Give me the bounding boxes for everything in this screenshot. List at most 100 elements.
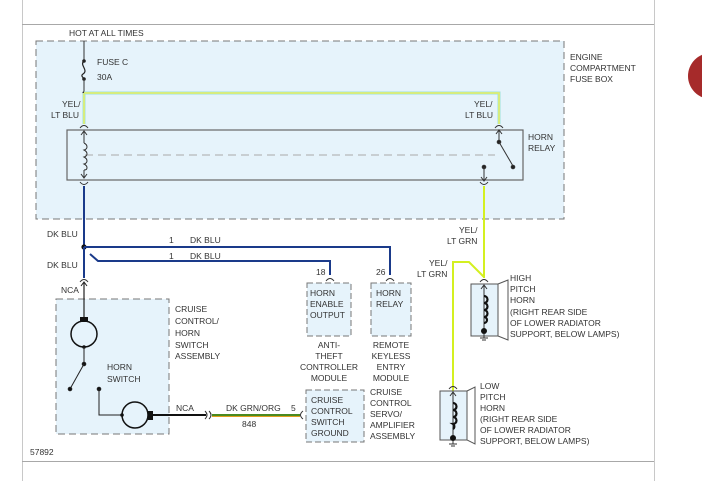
horn-relay-label: HORN <box>528 132 553 142</box>
wire-label-dk-blu: DK BLU <box>47 260 78 270</box>
wire-label-dk-blu: DK BLU <box>190 251 221 261</box>
box-label: SWITCH <box>311 417 345 427</box>
svg-text:ANTI-: ANTI- <box>318 340 340 350</box>
high-pitch-horn-label: HIGH PITCH HORN (RIGHT REAR SIDE OF LOWE… <box>510 273 620 339</box>
dk-blu-wire-anti-theft <box>89 253 331 275</box>
fuse-box-label-line: COMPARTMENT <box>570 63 636 73</box>
anti-theft-module-label: ANTI- THEFT CONTROLLER MODULE <box>300 340 358 383</box>
low-pitch-horn-label: LOW PITCH HORN (RIGHT REAR SIDE OF LOWER… <box>480 381 590 446</box>
wire-label-yel: YEL/ <box>474 99 493 109</box>
svg-text:PITCH: PITCH <box>480 392 506 402</box>
fuse-name: FUSE C <box>97 57 128 67</box>
fuse-c-icon <box>81 59 86 81</box>
inline-connector-icon <box>204 410 212 420</box>
relay-coil-icon <box>80 130 88 179</box>
box-label: RELAY <box>376 299 404 309</box>
connector-icon <box>325 278 335 282</box>
switch-assembly-label: CRUISE CONTROL/ HORN SWITCH ASSEMBLY <box>175 304 221 361</box>
connector-icon <box>479 181 489 185</box>
box-label: ENABLE <box>310 299 344 309</box>
horn-relay-label: RELAY <box>528 143 556 153</box>
wire-label-nca: NCA <box>176 403 194 413</box>
wire-label-lt-grn: LT GRN <box>417 269 447 279</box>
wire-label-nca: NCA <box>61 285 79 295</box>
svg-text:ASSEMBLY: ASSEMBLY <box>370 431 416 441</box>
yel-lt-grn-wire-low <box>452 261 485 392</box>
svg-text:(RIGHT REAR SIDE: (RIGHT REAR SIDE <box>480 414 558 424</box>
wire-label-dk-blu: DK BLU <box>190 235 221 245</box>
wire-label-lt-blu: LT BLU <box>465 110 493 120</box>
circuit-number: 848 <box>242 419 256 429</box>
box-label: HORN <box>310 288 335 298</box>
wire-label-dk-grn-org: DK GRN/ORG <box>226 403 281 413</box>
connector-icon <box>79 125 89 129</box>
svg-text:HORN: HORN <box>175 328 200 338</box>
top-divider <box>22 24 654 25</box>
clockspring-bottom-icon <box>120 401 153 429</box>
box-label: GROUND <box>311 428 349 438</box>
svg-text:ENTRY: ENTRY <box>377 362 406 372</box>
circuit-number: 1 <box>169 235 174 245</box>
svg-text:SERVO/: SERVO/ <box>370 409 403 419</box>
svg-text:SWITCH: SWITCH <box>175 340 209 350</box>
connector-icon <box>79 181 89 185</box>
svg-text:KEYLESS: KEYLESS <box>372 351 411 361</box>
svg-text:CRUISE: CRUISE <box>370 387 402 397</box>
relay-switch-icon <box>480 129 516 182</box>
fuse-box-label-line: FUSE BOX <box>570 74 613 84</box>
svg-text:OF LOWER RADIATOR: OF LOWER RADIATOR <box>510 318 601 328</box>
svg-text:CRUISE: CRUISE <box>175 304 207 314</box>
horn-switch-icon <box>67 347 122 416</box>
svg-text:(RIGHT REAR SIDE: (RIGHT REAR SIDE <box>510 307 588 317</box>
fuse-box-label-line: ENGINE <box>570 52 603 62</box>
svg-text:SUPPORT, BELOW LAMPS): SUPPORT, BELOW LAMPS) <box>480 436 590 446</box>
figure-number: 57892 <box>30 447 54 457</box>
horn-switch-label: SWITCH <box>107 374 141 384</box>
dk-blu-wire-keyless <box>84 246 391 275</box>
wire-label-lt-grn: LT GRN <box>447 236 477 246</box>
svg-text:ASSEMBLY: ASSEMBLY <box>175 351 221 361</box>
wire-label-lt-blu: LT BLU <box>51 110 79 120</box>
wire-label-yel: YEL/ <box>459 225 478 235</box>
horn-switch-label: HORN <box>107 362 132 372</box>
box-label: CONTROL <box>311 406 353 416</box>
keyless-module-label: REMOTE KEYLESS ENTRY MODULE <box>372 340 411 383</box>
svg-text:HIGH: HIGH <box>510 273 531 283</box>
svg-text:THEFT: THEFT <box>315 351 342 361</box>
box-label: HORN <box>376 288 401 298</box>
wire-label-yel: YEL/ <box>62 99 81 109</box>
svg-text:REMOTE: REMOTE <box>373 340 410 350</box>
connector-icon <box>300 410 304 420</box>
horn-relay-output-box <box>370 282 412 337</box>
horn-enable-output-box <box>306 282 352 337</box>
cruise-control-switch-ground-box <box>305 389 365 443</box>
connector-icon <box>494 125 504 129</box>
wire-label-dk-blu: DK BLU <box>47 229 78 239</box>
fuse-rating: 30A <box>97 72 112 82</box>
wire-label-yel: YEL/ <box>429 258 448 268</box>
pin-number: 5 <box>291 403 296 413</box>
yel-lt-blu-wire-switch <box>84 92 500 124</box>
svg-text:CONTROL/: CONTROL/ <box>175 316 220 326</box>
connector-icon <box>385 278 395 282</box>
svg-text:LOW: LOW <box>480 381 499 391</box>
svg-text:OF LOWER RADIATOR: OF LOWER RADIATOR <box>480 425 571 435</box>
low-pitch-horn-icon <box>439 386 476 447</box>
pin-number: 18 <box>316 267 326 277</box>
svg-text:PITCH: PITCH <box>510 284 536 294</box>
svg-text:CONTROLLER: CONTROLLER <box>300 362 358 372</box>
circuit-number: 1 <box>169 251 174 261</box>
high-pitch-horn-icon <box>470 279 509 341</box>
fuse-box-label: ENGINE COMPARTMENT FUSE BOX <box>570 52 636 84</box>
svg-text:HORN: HORN <box>510 295 535 305</box>
bottom-divider <box>22 461 654 462</box>
svg-text:MODULE: MODULE <box>373 373 410 383</box>
svg-text:MODULE: MODULE <box>311 373 348 383</box>
svg-text:SUPPORT, BELOW LAMPS): SUPPORT, BELOW LAMPS) <box>510 329 620 339</box>
side-badge-icon[interactable] <box>688 53 702 99</box>
pin-number: 26 <box>376 267 386 277</box>
connector-icon <box>79 279 89 283</box>
svg-text:CONTROL: CONTROL <box>370 398 412 408</box>
svg-text:HORN: HORN <box>480 403 505 413</box>
